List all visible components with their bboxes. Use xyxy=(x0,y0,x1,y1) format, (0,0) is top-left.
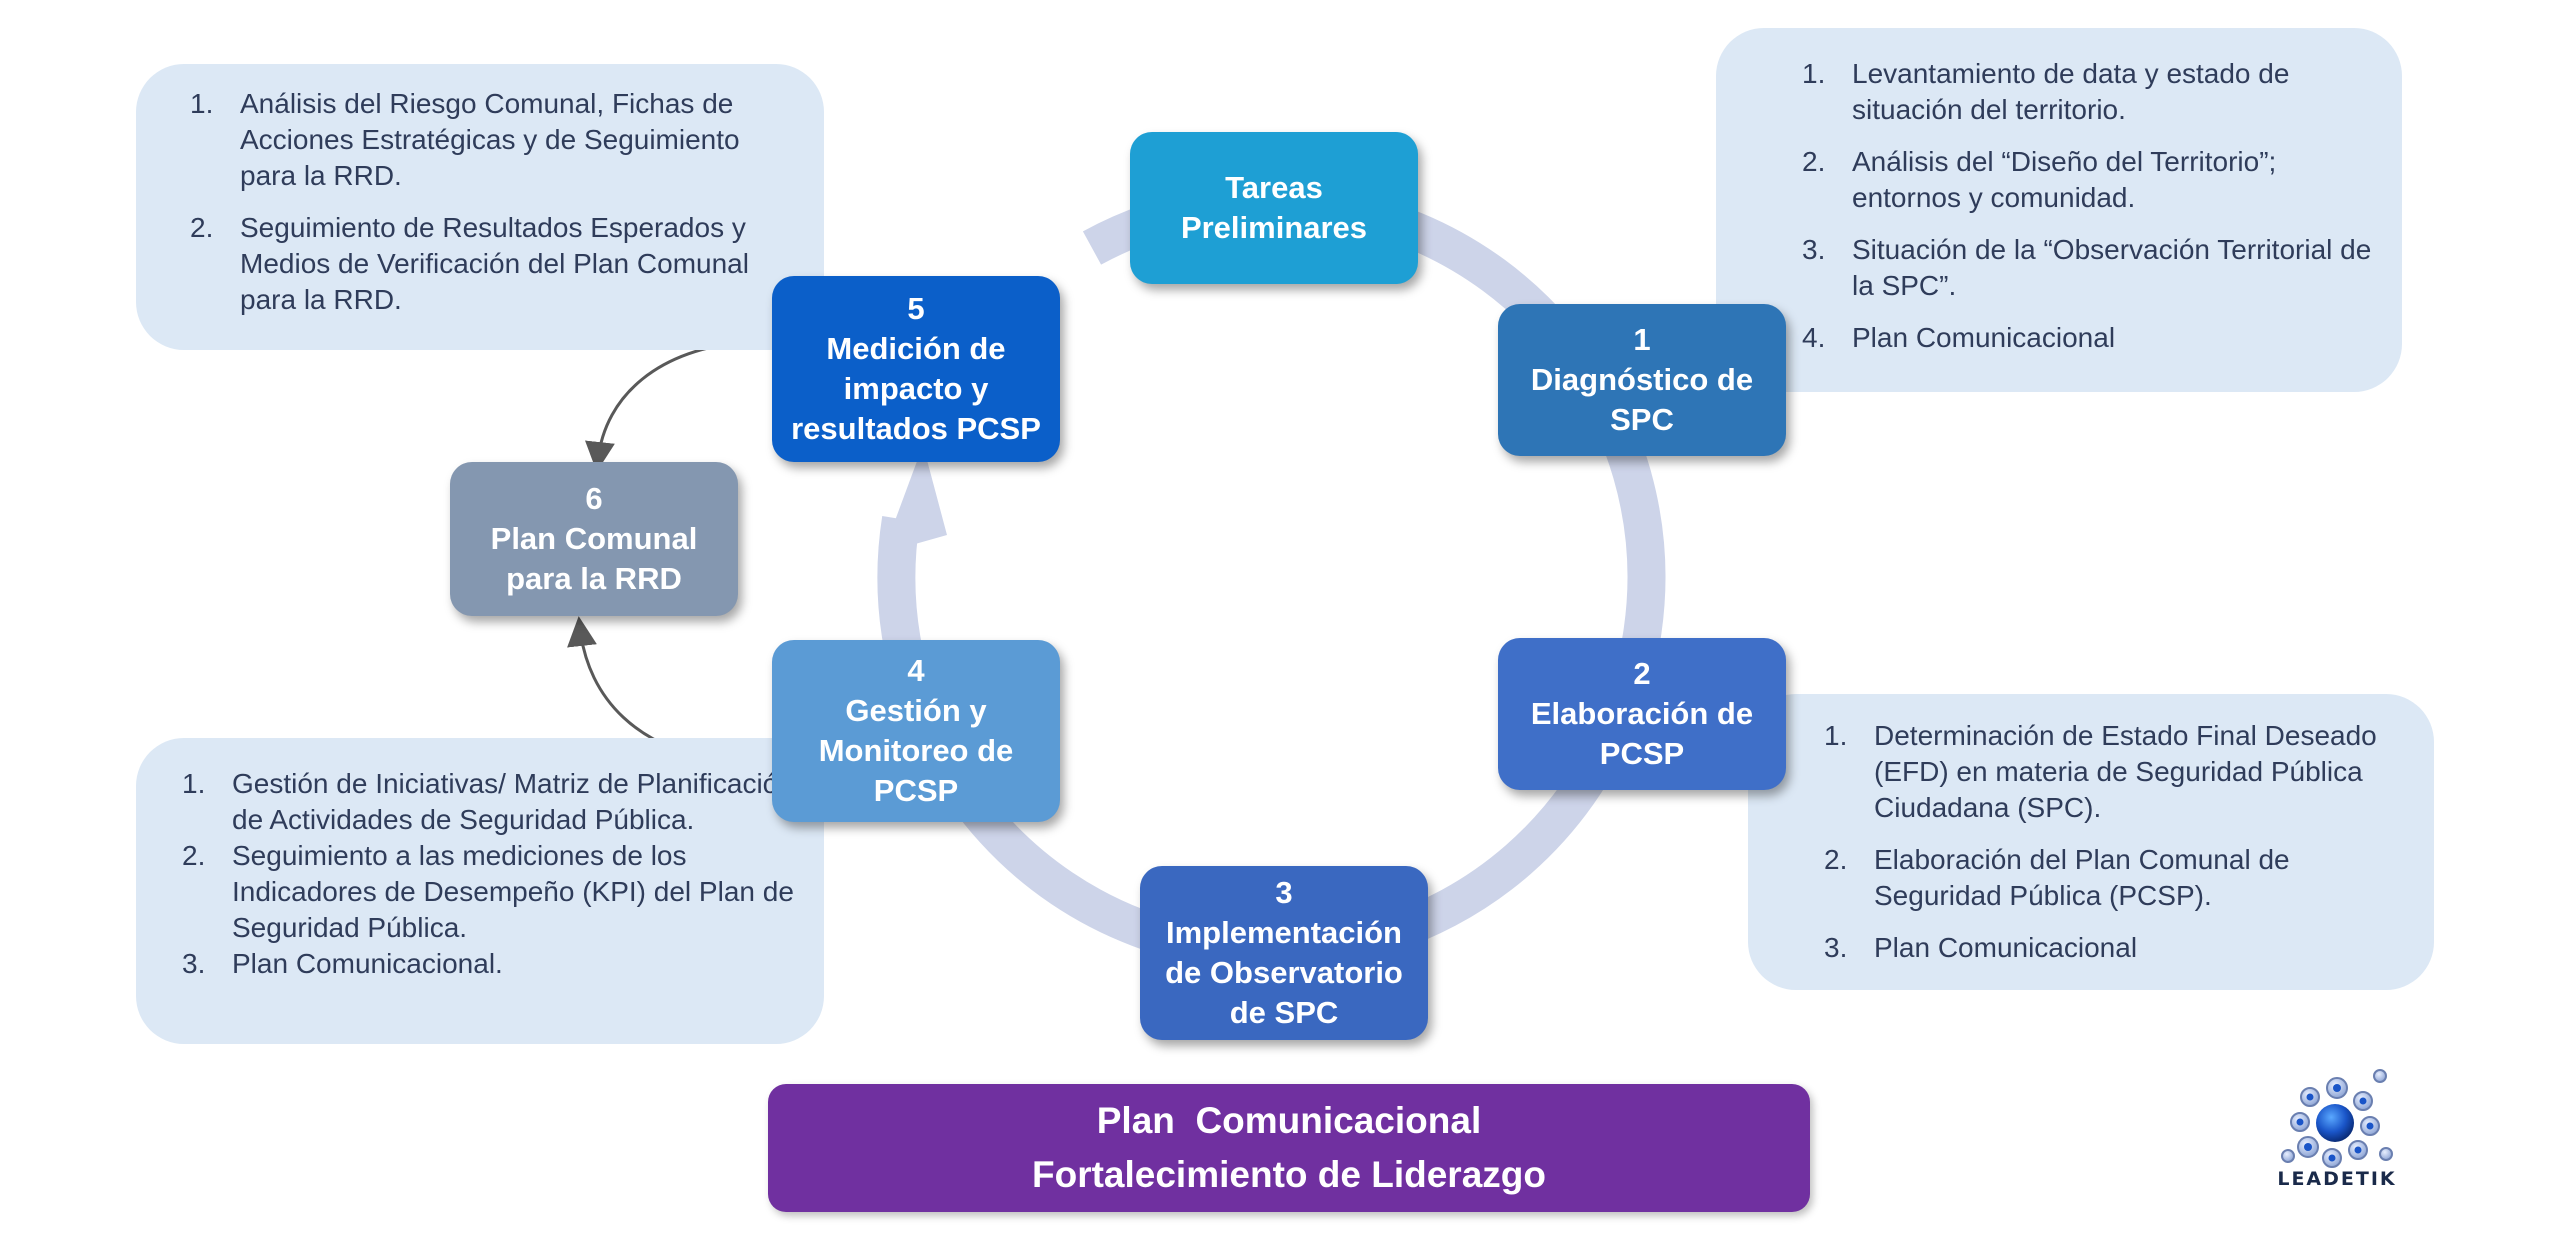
info-list-item: 1. Levantamiento de data y estado de situ… xyxy=(1802,56,2378,128)
list-item-text: Plan Comunicacional xyxy=(1874,932,2138,963)
stage-label-line: para la RRD xyxy=(506,561,682,596)
list-item-number: 3. xyxy=(1802,234,1826,265)
list-item-text: Elaboración del Plan Comunal de Segurida… xyxy=(1874,844,2290,911)
stage-label-line: PCSP xyxy=(1599,736,1685,771)
banner-line-2: Fortalecimiento de Liderazgo xyxy=(1032,1154,1546,1195)
stage-label-line: Gestión y xyxy=(845,693,987,728)
leadetik-logo-text: LEADETIK xyxy=(2277,1168,2397,1190)
stage-label-line: 2 xyxy=(1633,656,1651,691)
info-list-item: 3. Plan Comunicacional xyxy=(1824,930,2410,966)
stage-label-line: 5 xyxy=(907,291,925,326)
info-box-top-left: 1. Análisis del Riesgo Comunal, Fichas de… xyxy=(136,64,824,350)
list-item-number: 2. xyxy=(1824,844,1848,875)
list-item-number: 3. xyxy=(1824,932,1848,963)
cycle-ring-arrowhead xyxy=(883,445,947,553)
stage-label-line: impacto y xyxy=(843,371,989,406)
list-item-number: 2. xyxy=(1802,146,1826,177)
info-list-item: 2. Seguimiento de Resultados Esperados y … xyxy=(190,210,800,318)
stage-label-line: Implementación xyxy=(1166,915,1402,950)
leadetik-logo-icon xyxy=(2281,1069,2393,1168)
info-box-bottom-right: 1. Determinación de Estado Final Deseado … xyxy=(1748,694,2434,990)
list-item-text: Plan Comunicacional xyxy=(1852,322,2116,353)
info-list-item: 2. Seguimiento a las mediciones de los In… xyxy=(182,838,800,946)
stage-label-line: PCSP xyxy=(873,773,959,808)
stage-label-line: Elaboración de xyxy=(1530,696,1754,731)
stage-label-line: Monitoreo de xyxy=(818,733,1014,768)
plan-comunicacional-banner: Plan Comunicacional Fortalecimiento de L… xyxy=(768,1084,1810,1212)
stage-label-line: de SPC xyxy=(1229,995,1339,1030)
info-list-item: 4. Plan Comunicacional xyxy=(1802,320,2378,356)
list-item-number: 4. xyxy=(1802,322,1826,353)
list-item-text: Determinación de Estado Final Deseado (E… xyxy=(1874,720,2377,823)
list-item-text: Seguimiento de Resultados Esperados y Me… xyxy=(240,212,749,315)
list-item-text: Análisis del “Diseño del Territorio”; en… xyxy=(1852,146,2277,213)
info-list-item: 2. Análisis del “Diseño del Territorio”; … xyxy=(1802,144,2378,216)
stage-label-line: SPC xyxy=(1610,402,1674,437)
info-list-item: 2. Elaboración del Plan Comunal de Seguri… xyxy=(1824,842,2410,914)
info-list-item: 3. Situación de la “Observación Territori… xyxy=(1802,232,2378,304)
stage-label-line: 1 xyxy=(1633,322,1651,357)
stage-label-line: Diagnóstico de xyxy=(1530,362,1754,397)
info-list-item: 1. Análisis del Riesgo Comunal, Fichas de… xyxy=(190,86,800,194)
list-item-number: 1. xyxy=(190,88,214,119)
info-list: 1. Determinación de Estado Final Deseado … xyxy=(1824,718,2410,966)
list-item-text: Gestión de Iniciativas/ Matriz de Planif… xyxy=(232,768,794,835)
info-list-item: 1. Determinación de Estado Final Deseado … xyxy=(1824,718,2410,826)
stage-label-line: 4 xyxy=(907,653,925,688)
stage-label-line: resultados PCSP xyxy=(791,411,1041,446)
info-box-top-right: 1. Levantamiento de data y estado de situ… xyxy=(1716,28,2402,392)
list-item-number: 1. xyxy=(1802,58,1826,89)
list-item-text: Seguimiento a las mediciones de los Indi… xyxy=(232,840,794,943)
list-item-text: Plan Comunicacional. xyxy=(232,948,503,979)
info-list: 1. Levantamiento de data y estado de situ… xyxy=(1802,56,2378,356)
stage-label-line: Plan Comunal xyxy=(490,521,698,556)
stage-label-line: de Observatorio xyxy=(1165,955,1403,990)
info-list-item: 3. Plan Comunicacional. xyxy=(182,946,800,982)
banner-line-1: Plan Comunicacional xyxy=(1096,1100,1482,1141)
info-list: 1. Gestión de Iniciativas/ Matriz de Plan… xyxy=(182,766,800,982)
list-item-number: 1. xyxy=(1824,720,1848,751)
connector-arrow-5-to-6 xyxy=(585,340,749,472)
info-box-bottom-left: 1. Gestión de Iniciativas/ Matriz de Plan… xyxy=(136,738,824,1044)
info-list-item: 1. Gestión de Iniciativas/ Matriz de Plan… xyxy=(182,766,800,838)
info-list: 1. Análisis del Riesgo Comunal, Fichas de… xyxy=(190,86,800,318)
stage-label-line: Medición de xyxy=(826,331,1006,366)
list-item-number: 1. xyxy=(182,768,206,799)
list-item-number: 2. xyxy=(182,840,206,871)
stage-label-line: 6 xyxy=(585,481,603,516)
stage-label-line: Tareas xyxy=(1225,170,1323,205)
stage-label-line: 3 xyxy=(1275,875,1293,910)
list-item-number: 3. xyxy=(182,948,206,979)
stage-label-line: Preliminares xyxy=(1180,210,1368,245)
list-item-text: Levantamiento de data y estado de situac… xyxy=(1852,58,2290,125)
list-item-number: 2. xyxy=(190,212,214,243)
list-item-text: Análisis del Riesgo Comunal, Fichas de A… xyxy=(240,88,740,191)
list-item-text: Situación de la “Observación Territorial… xyxy=(1852,234,2372,301)
